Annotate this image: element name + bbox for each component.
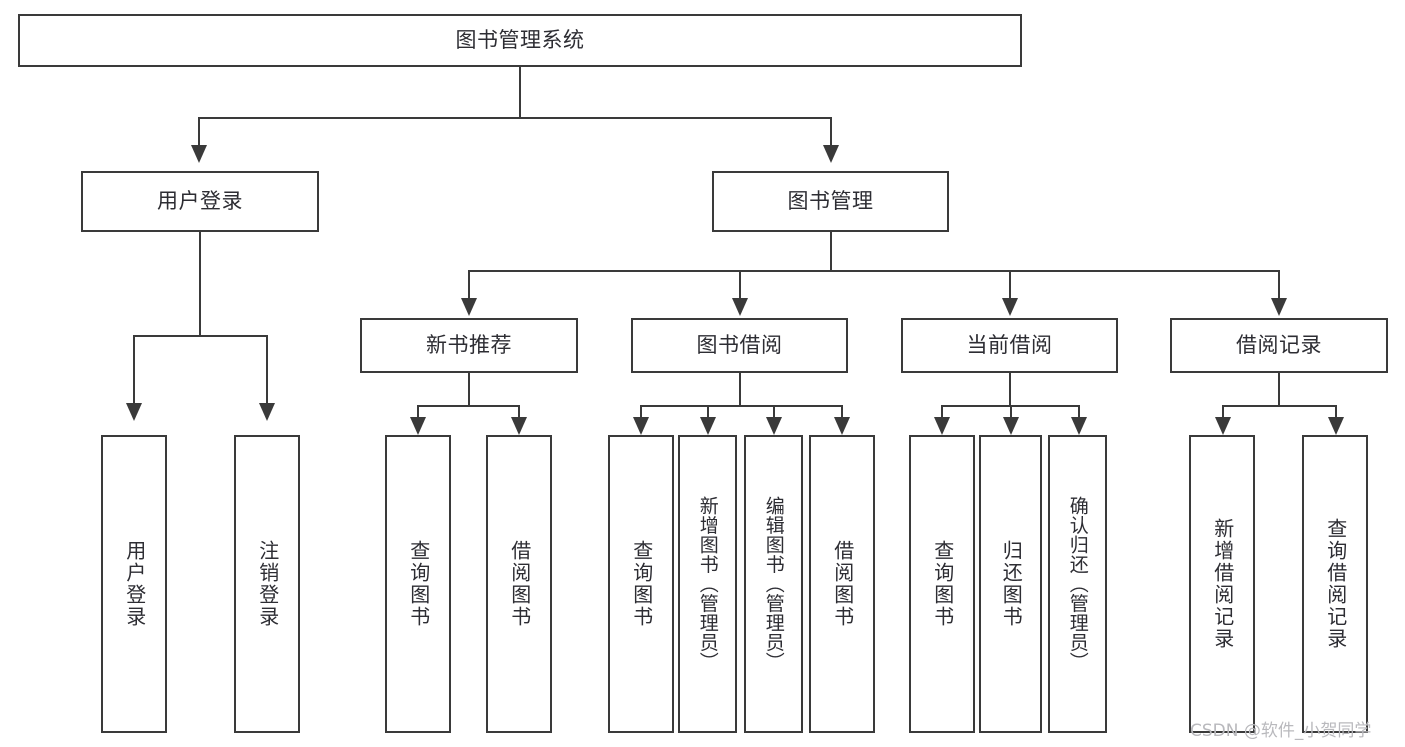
node-label: 查询借阅记录 — [1323, 518, 1348, 650]
connector-user-login-stem — [199, 232, 201, 336]
node-leaf-edit-book-admin[interactable]: 编辑图书（管理员） — [744, 435, 803, 733]
connector-book-borrow-bus — [640, 405, 843, 407]
connector-to-leaf-confirm-return — [1078, 405, 1080, 419]
arrowhead-leaf-user-login — [126, 403, 142, 421]
arrowhead-current-borrow — [1002, 298, 1018, 316]
connector-root-stem — [519, 67, 521, 118]
node-leaf-query-book-2[interactable]: 查询图书 — [608, 435, 674, 733]
node-label: 用户登录 — [157, 188, 243, 213]
connector-new-book-recommend-stem — [468, 373, 470, 406]
node-label: 注销登录 — [255, 540, 280, 628]
connector-to-leaf-borrow-book-2 — [841, 405, 843, 419]
connector-to-leaf-return-book — [1010, 405, 1012, 419]
connector-new-book-recommend-bus — [417, 405, 520, 407]
connector-to-leaf-add-borrow-record — [1222, 405, 1224, 419]
node-current-borrow[interactable]: 当前借阅 — [901, 318, 1118, 373]
node-label: 归还图书 — [999, 540, 1024, 628]
node-label: 查询图书 — [629, 540, 654, 628]
node-label: 当前借阅 — [966, 332, 1053, 357]
connector-to-leaf-query-borrow-record — [1335, 405, 1337, 419]
arrowhead-book-management — [823, 145, 839, 163]
arrowhead-leaf-query-book-2 — [633, 417, 649, 435]
node-leaf-logout[interactable]: 注销登录 — [234, 435, 300, 733]
node-label: 借阅图书 — [830, 540, 855, 628]
node-leaf-query-book-1[interactable]: 查询图书 — [385, 435, 451, 733]
node-label: 借阅记录 — [1236, 332, 1322, 357]
node-leaf-return-book[interactable]: 归还图书 — [979, 435, 1042, 733]
arrowhead-leaf-confirm-return — [1071, 417, 1087, 435]
connector-to-leaf-user-login — [133, 335, 135, 403]
node-label: 图书管理 — [787, 188, 874, 213]
connector-root-to-user-login — [198, 117, 200, 145]
connector-borrow-record-stem — [1278, 373, 1280, 406]
node-leaf-query-book-3[interactable]: 查询图书 — [909, 435, 975, 733]
connector-to-leaf-add-book — [707, 405, 709, 419]
connector-book-management-stem — [830, 232, 832, 271]
arrowhead-book-borrow — [732, 298, 748, 316]
node-leaf-borrow-book-1[interactable]: 借阅图书 — [486, 435, 552, 733]
arrowhead-leaf-add-book — [700, 417, 716, 435]
connector-to-leaf-query-book-3 — [941, 405, 943, 419]
connector-to-leaf-query-book-2 — [640, 405, 642, 419]
node-user-login[interactable]: 用户登录 — [81, 171, 319, 232]
node-leaf-query-borrow-record[interactable]: 查询借阅记录 — [1302, 435, 1368, 733]
node-label: 图书借阅 — [696, 332, 783, 357]
node-label: 确认归还（管理员） — [1066, 496, 1089, 672]
arrowhead-leaf-borrow-book-2 — [834, 417, 850, 435]
connector-root-bus — [198, 117, 832, 119]
node-label: 用户登录 — [122, 540, 147, 628]
node-label: 新书推荐 — [426, 332, 512, 357]
node-leaf-user-login[interactable]: 用户登录 — [101, 435, 167, 733]
node-leaf-add-borrow-record[interactable]: 新增借阅记录 — [1189, 435, 1255, 733]
connector-to-new-book-recommend — [468, 270, 470, 298]
arrowhead-leaf-query-book-1 — [410, 417, 426, 435]
connector-root-to-book-management — [830, 117, 832, 145]
arrowhead-borrow-record — [1271, 298, 1287, 316]
connector-to-borrow-record — [1278, 270, 1280, 298]
arrowhead-leaf-return-book — [1003, 417, 1019, 435]
arrowhead-new-book-recommend — [461, 298, 477, 316]
node-root-book-management-system[interactable]: 图书管理系统 — [18, 14, 1022, 67]
arrowhead-leaf-edit-book — [766, 417, 782, 435]
arrowhead-leaf-logout — [259, 403, 275, 421]
node-new-book-recommend[interactable]: 新书推荐 — [360, 318, 578, 373]
connector-to-leaf-logout — [266, 335, 268, 403]
node-leaf-add-book-admin[interactable]: 新增图书（管理员） — [678, 435, 737, 733]
arrowhead-leaf-query-book-3 — [934, 417, 950, 435]
node-leaf-borrow-book-2[interactable]: 借阅图书 — [809, 435, 875, 733]
connector-to-leaf-query-book-1 — [417, 405, 419, 419]
connector-current-borrow-stem — [1009, 373, 1011, 406]
node-label: 新增图书（管理员） — [696, 496, 719, 672]
arrowhead-user-login — [191, 145, 207, 163]
arrowhead-leaf-borrow-book-1 — [511, 417, 527, 435]
node-label: 借阅图书 — [507, 540, 532, 628]
connector-level3-bus — [468, 270, 1280, 272]
node-label: 图书管理系统 — [455, 27, 585, 52]
node-book-management[interactable]: 图书管理 — [712, 171, 949, 232]
node-label: 新增借阅记录 — [1210, 518, 1235, 650]
node-leaf-confirm-return-admin[interactable]: 确认归还（管理员） — [1048, 435, 1107, 733]
arrowhead-leaf-query-borrow-record — [1328, 417, 1344, 435]
node-label: 编辑图书（管理员） — [762, 496, 785, 672]
node-label: 查询图书 — [930, 540, 955, 628]
connector-to-book-borrow — [739, 270, 741, 298]
node-book-borrow[interactable]: 图书借阅 — [631, 318, 848, 373]
connector-to-leaf-edit-book — [773, 405, 775, 419]
connector-borrow-record-bus — [1222, 405, 1336, 407]
connector-user-login-bus — [133, 335, 267, 337]
connector-to-current-borrow — [1009, 270, 1011, 298]
connector-to-leaf-borrow-book-1 — [518, 405, 520, 419]
node-label: 查询图书 — [406, 540, 431, 628]
arrowhead-leaf-add-borrow-record — [1215, 417, 1231, 435]
connector-book-borrow-stem — [739, 373, 741, 406]
node-borrow-record[interactable]: 借阅记录 — [1170, 318, 1388, 373]
